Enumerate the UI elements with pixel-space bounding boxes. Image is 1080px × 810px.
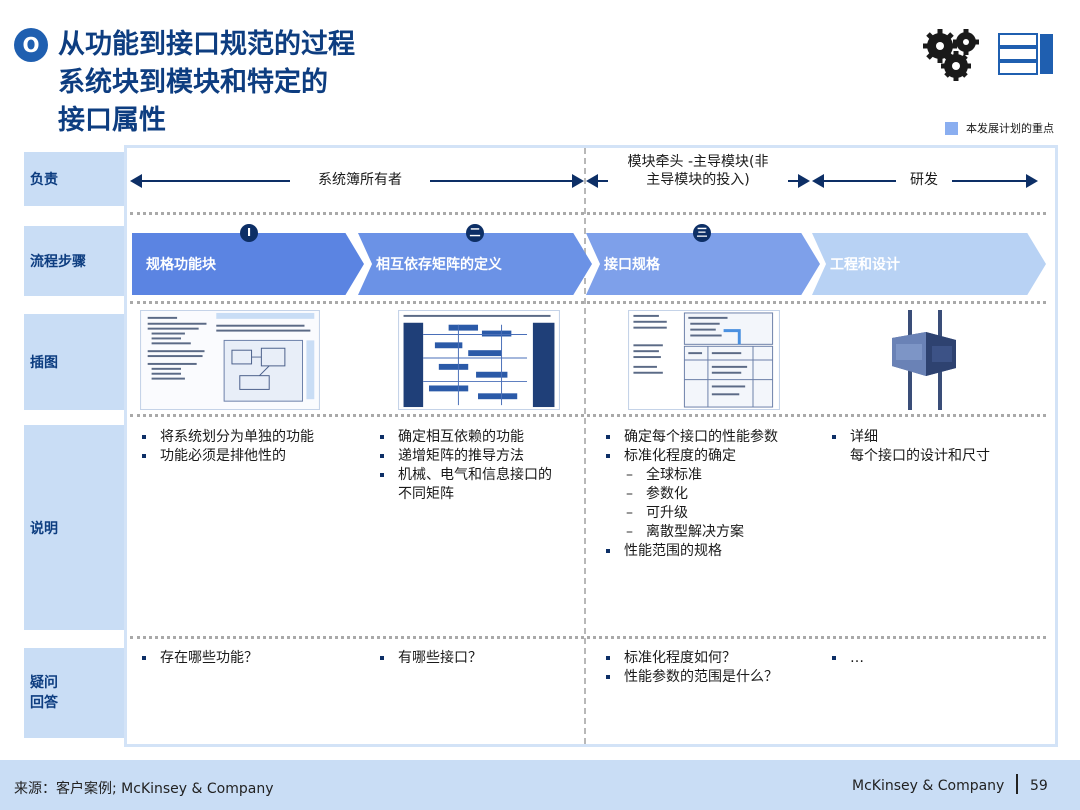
arrow-right-icon bbox=[798, 174, 810, 188]
sub-list-item: 可升级 bbox=[602, 504, 808, 523]
row-separator bbox=[130, 414, 1046, 417]
desc-column-1: 将系统划分为单独的功能 功能必须是排他性的 bbox=[138, 428, 368, 466]
step-label: 规格功能块 bbox=[146, 257, 216, 273]
list-item: 确定相互依赖的功能 bbox=[376, 428, 576, 447]
list-item: 确定每个接口的性能参数 bbox=[602, 428, 808, 447]
row-separator bbox=[130, 212, 1046, 215]
list-item: 递增矩阵的推导方法 bbox=[376, 447, 576, 466]
page-title: 从功能到接口规范的过程 系统块到模块和特定的 接口属性 bbox=[58, 26, 518, 140]
stack-icon bbox=[998, 33, 1053, 75]
list-item: … bbox=[828, 649, 1038, 668]
arrow-right-icon bbox=[572, 174, 584, 188]
step-chevron-2: 相互依存矩阵的定义 bbox=[358, 233, 592, 295]
row-label-description: 说明 bbox=[24, 425, 124, 630]
arrow-left-icon bbox=[586, 174, 598, 188]
list-item: 性能参数的范围是什么？ bbox=[602, 668, 808, 687]
arrow-left-icon bbox=[812, 174, 824, 188]
list-item: 标准化程度的确定 bbox=[602, 447, 808, 466]
footer-separator bbox=[1016, 774, 1018, 794]
qa-column-3: 标准化程度如何？ 性能参数的范围是什么？ bbox=[602, 649, 808, 687]
owner-label-module: 模块牵头 -主导模块(非 主导模块的投入) bbox=[608, 153, 788, 189]
illustration-engineering bbox=[886, 310, 962, 410]
page-number: 59 bbox=[1030, 778, 1048, 794]
legend-swatch bbox=[945, 121, 958, 135]
desc-column-4: 详细 每个接口的设计和尺寸 bbox=[828, 428, 1038, 466]
column-divider bbox=[584, 148, 586, 744]
step-label: 相互依存矩阵的定义 bbox=[376, 257, 502, 273]
sub-list-item: 离散型解决方案 bbox=[602, 523, 808, 542]
title-line: 系统块到模块和特定的 bbox=[58, 67, 328, 98]
title-line: 从功能到接口规范的过程 bbox=[58, 29, 355, 60]
footer-bar bbox=[0, 760, 1080, 810]
list-item: 性能范围的规格 bbox=[602, 542, 808, 561]
list-item: 有哪些接口？ bbox=[376, 649, 576, 668]
step-number-3: 三 bbox=[693, 224, 711, 242]
list-item: 机械、电气和信息接口的 bbox=[376, 466, 576, 485]
qa-column-2: 有哪些接口？ bbox=[376, 649, 576, 668]
row-label-qa: 疑问 回答 bbox=[24, 648, 124, 738]
step-number-1: I bbox=[240, 224, 258, 242]
legend-label: 本发展计划的重点 bbox=[966, 122, 1054, 135]
list-item: 将系统划分为单独的功能 bbox=[138, 428, 368, 447]
owner-label-system: 系统簿所有者 bbox=[290, 171, 430, 189]
list-item-continuation: 每个接口的设计和尺寸 bbox=[850, 448, 990, 464]
list-item: 标准化程度如何？ bbox=[602, 649, 808, 668]
arrow-left-icon bbox=[130, 174, 142, 188]
section-badge: O bbox=[14, 28, 48, 62]
step-chevron-1: 规格功能块 bbox=[132, 233, 364, 295]
step-chevron-4: 工程和设计 bbox=[812, 233, 1046, 295]
step-number-2: 二 bbox=[466, 224, 484, 242]
row-label-owner: 负责 bbox=[24, 152, 124, 206]
list-item: 详细 bbox=[828, 428, 1038, 447]
illustration-function-blocks bbox=[140, 310, 320, 410]
sub-list-item: 全球标准 bbox=[602, 466, 808, 485]
owner-module-line: 模块牵头 -主导模块(非 bbox=[627, 154, 769, 170]
list-item: 存在哪些功能？ bbox=[138, 649, 368, 668]
title-line: 接口属性 bbox=[58, 105, 166, 136]
arrow-right-icon bbox=[1026, 174, 1038, 188]
step-label: 接口规格 bbox=[604, 257, 660, 273]
step-label: 工程和设计 bbox=[830, 257, 900, 273]
row-separator bbox=[130, 636, 1046, 639]
owner-label-rnd: 研发 bbox=[896, 171, 952, 189]
illustration-interdependency-matrix bbox=[398, 310, 560, 410]
footer-brand: McKinsey & Company bbox=[852, 778, 1005, 794]
source-note: 来源：客户案例; McKinsey & Company bbox=[14, 781, 274, 797]
illustration-interface-spec bbox=[628, 310, 780, 410]
owner-module-line: 主导模块的投入) bbox=[646, 172, 750, 188]
list-item-continuation: 不同矩阵 bbox=[398, 486, 454, 502]
legend: 本发展计划的重点 bbox=[945, 120, 1054, 136]
list-item: 功能必须是排他性的 bbox=[138, 447, 368, 466]
row-label-illustration: 插图 bbox=[24, 314, 124, 410]
qa-column-4: … bbox=[828, 649, 1038, 668]
row-label-steps: 流程步骤 bbox=[24, 226, 124, 296]
qa-column-1: 存在哪些功能？ bbox=[138, 649, 368, 668]
desc-column-3: 确定每个接口的性能参数 标准化程度的确定 全球标准 参数化 可升级 离散型解决方… bbox=[602, 428, 808, 561]
row-separator bbox=[130, 301, 1046, 304]
desc-column-2: 确定相互依赖的功能 递增矩阵的推导方法 机械、电气和信息接口的 不同矩阵 bbox=[376, 428, 576, 504]
gears-icon bbox=[923, 29, 979, 81]
step-chevron-3: 接口规格 bbox=[586, 233, 820, 295]
sub-list-item: 参数化 bbox=[602, 485, 808, 504]
